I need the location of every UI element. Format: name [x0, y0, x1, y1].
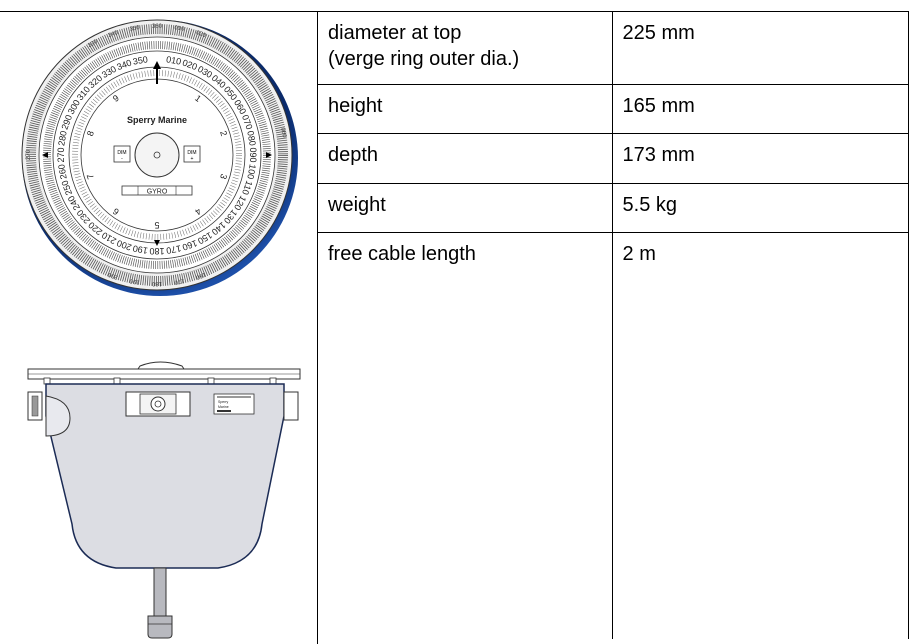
spec-label-line: diameter at top	[328, 22, 462, 44]
repeat-digit: 8	[85, 129, 96, 137]
nameplate	[213, 393, 255, 415]
heading-label: 160	[181, 238, 199, 253]
cable-gland	[153, 567, 167, 617]
heading-major-label: 090	[248, 147, 258, 162]
nameplate-line-1: Sperry	[218, 400, 229, 404]
heading-label: 020	[181, 58, 199, 73]
spec-row: diameter at top (verge ring outer dia.) 22…	[317, 11, 910, 85]
spec-label: height	[317, 84, 613, 134]
spec-label: weight	[317, 183, 613, 233]
outer-ring-label: 360	[152, 24, 163, 30]
outer-ring-label: 190	[129, 277, 141, 285]
right-connector	[283, 391, 299, 421]
spec-label-line: depth	[328, 144, 379, 166]
heading-label: 340	[115, 58, 133, 73]
nameplate-line-2: Marine	[218, 405, 229, 409]
spec-value: 165 mm	[611, 84, 910, 134]
heading-label: 350	[132, 54, 149, 66]
housing-body	[45, 383, 285, 569]
heading-major-label: 270	[56, 147, 66, 162]
outer-tick-band	[26, 24, 288, 286]
heading-label: 170	[165, 243, 182, 255]
dim-plus-label: DIM	[187, 150, 196, 156]
spec-label-line: height	[328, 95, 383, 117]
south-marker-icon	[154, 240, 160, 246]
dim-minus-label: DIM	[117, 150, 126, 156]
outer-ring-label: 330	[87, 39, 99, 50]
heading-label: 250	[60, 179, 75, 197]
dim-minus-button[interactable]	[113, 145, 131, 163]
spec-row: free cable length 2 m	[317, 232, 910, 639]
housing-side-illustration: Sperry Marine	[27, 361, 301, 639]
spec-label: diameter at top (verge ring outer dia.)	[317, 11, 613, 85]
repeat-digit: 9	[111, 93, 121, 104]
east-marker-icon	[266, 152, 272, 158]
dim-plus-button[interactable]	[183, 145, 201, 163]
repeat-digit: 7	[85, 173, 96, 181]
heading-label: 190	[132, 243, 149, 255]
repeat-digit: 3	[218, 173, 229, 181]
north-marker-icon	[153, 61, 161, 69]
gyro-bar	[121, 185, 193, 196]
heading-major-label: 180	[149, 246, 164, 256]
spec-row: depth 173 mm	[317, 133, 910, 184]
spec-value: 173 mm	[611, 133, 910, 184]
top-rule	[0, 11, 318, 12]
outer-ring-label: 200	[107, 271, 119, 280]
spec-label-line: (verge ring outer dia.)	[328, 48, 520, 70]
spec-label-line: free cable length	[328, 243, 476, 265]
dim-plus-sign: +	[191, 156, 194, 162]
centre-knob-inner	[153, 151, 161, 159]
heading-label: 260	[56, 163, 68, 180]
heading-label: 200	[115, 238, 133, 253]
outer-ring-label: 170	[173, 277, 185, 285]
spec-label: free cable length	[317, 232, 613, 639]
heading-label: 110	[240, 179, 254, 196]
left-bulge	[45, 395, 71, 437]
heading-label: 100	[245, 163, 257, 180]
dim-minus-sign: -	[121, 156, 123, 162]
outer-ring-label: 160	[194, 271, 206, 280]
top-cap	[137, 361, 185, 370]
repeat-digit: 1	[193, 93, 203, 104]
cable-plug	[147, 615, 173, 639]
centre-knob	[134, 132, 180, 178]
spec-label-line: weight	[328, 194, 386, 216]
heading-label: 080	[245, 130, 257, 147]
outer-ring-label: 340	[107, 30, 119, 39]
spec-row: weight 5.5 kg	[317, 183, 910, 233]
outer-ring-label: 270	[26, 149, 32, 160]
outer-ring-label: 080	[279, 127, 287, 139]
repeat-digit: 5	[154, 220, 159, 230]
heading-label: 070	[240, 113, 255, 131]
outer-ring-label: 020	[195, 30, 207, 39]
heading-label: 280	[56, 130, 68, 147]
repeat-digit: 6	[111, 206, 121, 217]
specification-table: diameter at top (verge ring outer dia.) 22…	[317, 11, 910, 639]
repeat-digit: 4	[193, 206, 203, 217]
spec-value: 5.5 kg	[611, 183, 910, 233]
repeat-digit: 2	[218, 129, 229, 137]
heading-label: 290	[60, 113, 75, 131]
spec-value: 225 mm	[611, 11, 910, 85]
outer-ring-label: 180	[151, 280, 162, 286]
spec-label: depth	[317, 133, 613, 184]
spec-value: 2 m	[611, 232, 910, 639]
heading-label: 010	[165, 54, 182, 66]
outer-ring-label: 350	[129, 25, 141, 33]
gyro-label: GYRO	[147, 189, 168, 196]
west-marker-icon	[42, 152, 48, 158]
spec-row: height 165 mm	[317, 84, 910, 134]
dial-brand: Sperry Marine	[127, 115, 187, 125]
outer-ring-label: 010	[174, 25, 186, 33]
